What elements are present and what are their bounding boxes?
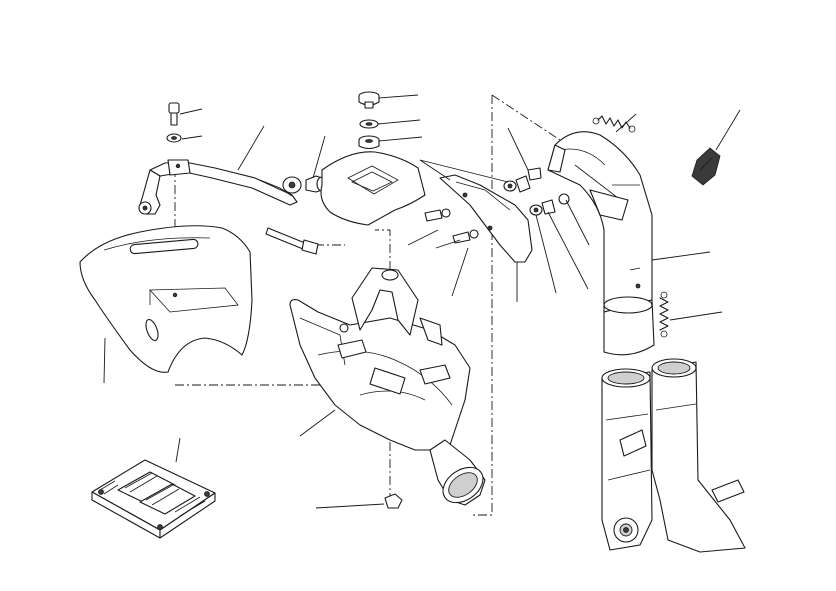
nut	[384, 493, 403, 509]
screw	[265, 227, 319, 255]
bolt	[168, 102, 180, 126]
heat-shield	[79, 225, 253, 373]
spring-lower	[659, 291, 669, 338]
leader-lines	[103, 94, 741, 509]
spring-upper	[592, 115, 636, 133]
front-pipe	[547, 131, 655, 356]
side-guard	[424, 174, 533, 263]
fastener-group	[503, 167, 570, 216]
rubber-grommet	[282, 175, 328, 194]
header-pipes	[601, 358, 746, 553]
control-unit	[91, 459, 216, 539]
washer-stack	[358, 135, 380, 150]
silencer	[289, 267, 486, 506]
cap	[358, 91, 380, 109]
spacer	[359, 119, 379, 129]
washer	[166, 133, 182, 143]
clip	[691, 147, 721, 186]
mounting-bracket	[138, 159, 298, 215]
mounting-plate	[320, 151, 426, 226]
